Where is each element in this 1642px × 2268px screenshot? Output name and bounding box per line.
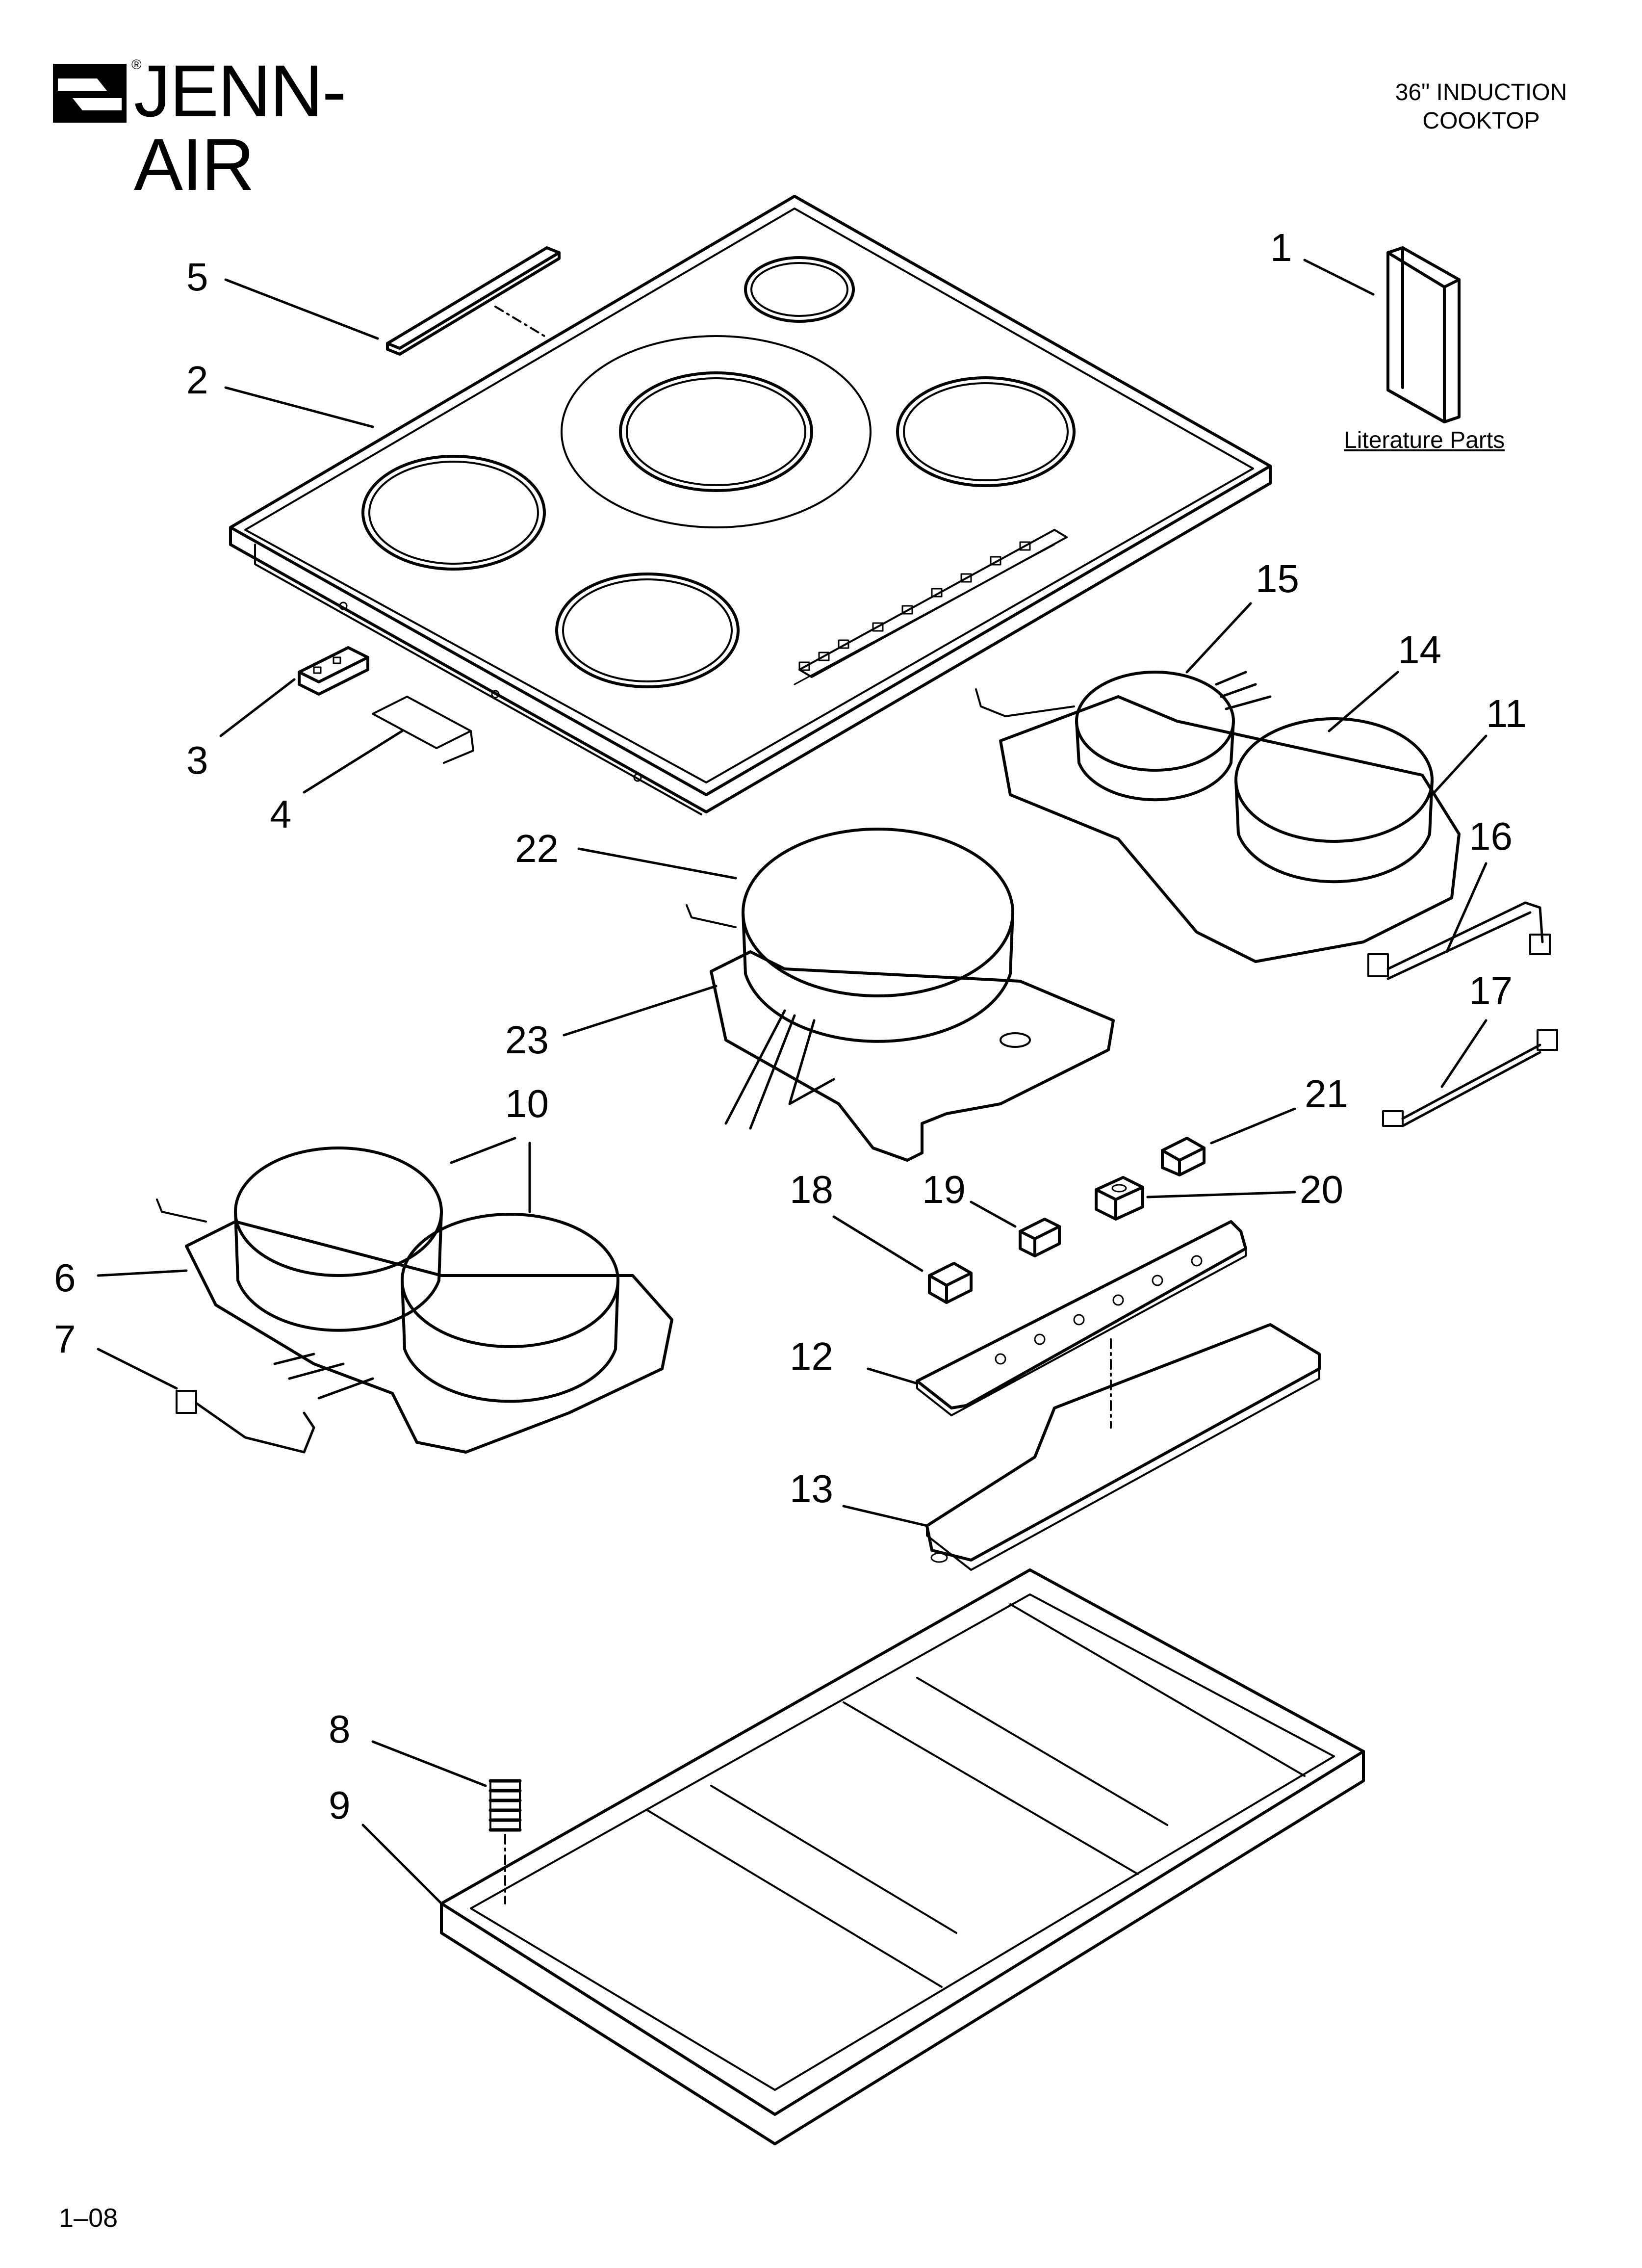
callout-16: 16 — [1469, 814, 1513, 858]
knob-19 — [1019, 1218, 1061, 1257]
chassis-frame — [440, 1568, 1365, 2145]
callout-13: 13 — [790, 1467, 833, 1511]
center-element-assembly — [686, 828, 1115, 1162]
callout-1: 1 — [1270, 226, 1292, 269]
right-element-assembly — [975, 671, 1461, 963]
callout-10: 10 — [505, 1082, 549, 1125]
left-element-assembly — [156, 1147, 673, 1454]
knob-20 — [1095, 1176, 1144, 1221]
callout-3: 3 — [186, 738, 208, 782]
jenn-air-emblem-icon — [53, 64, 127, 123]
callout-21: 21 — [1305, 1072, 1348, 1116]
registered-mark: ® — [131, 57, 142, 72]
callout-23: 23 — [505, 1018, 549, 1062]
page-title: 36" INDUCTION COOKTOP — [1363, 78, 1599, 135]
callout-9: 9 — [329, 1783, 351, 1827]
control-board — [916, 1220, 1247, 1416]
callout-19: 19 — [922, 1168, 966, 1211]
wire-harness-short — [176, 1390, 315, 1454]
mounting-bracket — [298, 646, 369, 696]
callout-4: 4 — [270, 792, 292, 836]
callout-8: 8 — [329, 1707, 351, 1751]
callout-11: 11 — [1486, 692, 1527, 735]
callout-5: 5 — [186, 255, 208, 299]
trim-strip — [386, 246, 561, 356]
leader-lines — [97, 259, 1488, 1905]
callout-2: 2 — [186, 358, 208, 402]
control-tray — [925, 1323, 1321, 1571]
gasket — [372, 696, 474, 764]
page-code: 1–08 — [59, 2203, 118, 2233]
spring — [488, 1779, 522, 1832]
literature-parts-label: Literature Parts — [1344, 427, 1505, 453]
callout-7: 7 — [54, 1317, 76, 1361]
literature-booklet — [1386, 246, 1461, 423]
wire-harness-16 — [1367, 901, 1551, 980]
glass-cooktop — [229, 195, 1272, 815]
title-line-1: 36" INDUCTION — [1395, 79, 1567, 105]
callout-20: 20 — [1300, 1168, 1343, 1211]
callout-14: 14 — [1398, 628, 1441, 672]
brand-name: JENN-AIR — [134, 50, 347, 206]
wire-harness-17 — [1382, 1029, 1558, 1127]
brand-logo: JENN-AIR ® — [53, 54, 426, 201]
callout-18: 18 — [790, 1168, 833, 1211]
callout-6: 6 — [54, 1256, 76, 1300]
callout-17: 17 — [1469, 969, 1513, 1013]
title-line-2: COOKTOP — [1422, 108, 1540, 134]
callout-15: 15 — [1256, 557, 1299, 600]
knob-21 — [1161, 1137, 1206, 1176]
callout-12: 12 — [790, 1334, 833, 1378]
knob-18 — [928, 1262, 973, 1304]
callout-22: 22 — [515, 827, 559, 870]
